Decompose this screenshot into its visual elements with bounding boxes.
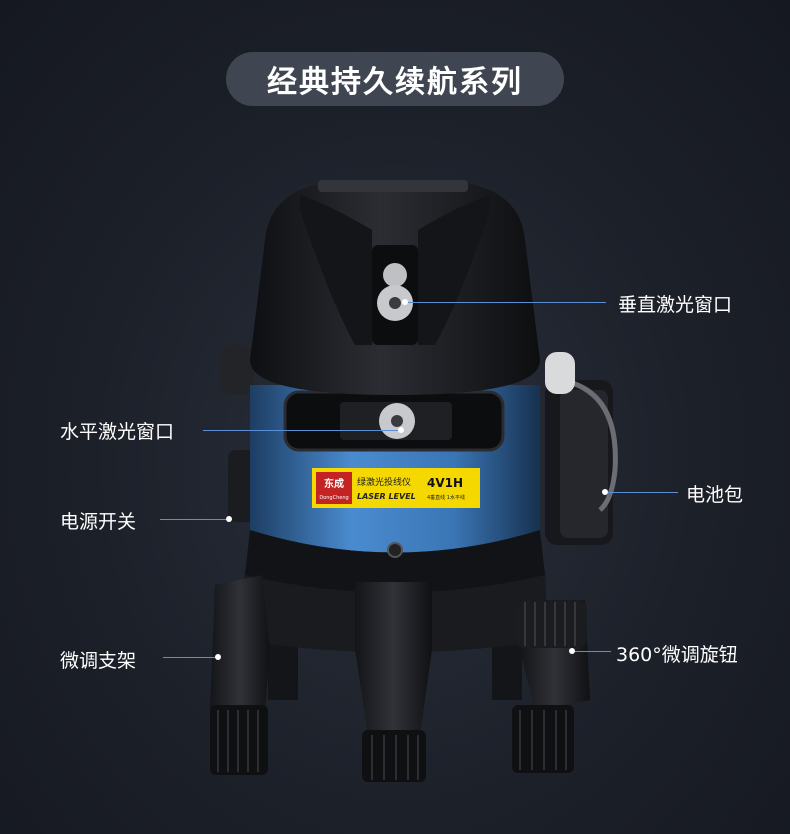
label-lines: 4垂直线 1水平线 (427, 494, 465, 501)
fine-tune-stand-line (163, 657, 215, 658)
horizontal-laser-window (283, 390, 505, 452)
front-leg-center (355, 582, 432, 782)
label-name-en: LASER LEVEL (357, 492, 416, 501)
label-brand-en: DongCheng (319, 495, 348, 501)
front-leg-left (210, 575, 270, 775)
callout-power-switch: 电源开关 (60, 511, 137, 533)
back-leg-left (268, 640, 298, 700)
battery-pack-dot (602, 489, 608, 495)
left-side-knob (220, 345, 254, 395)
power-switch-line (160, 519, 226, 520)
vertical-window-line (408, 302, 606, 303)
vertical-window-dot (402, 299, 408, 305)
callout-battery-pack: 电池包 (686, 484, 744, 506)
knob-line (575, 651, 611, 652)
callout-knob: 360°微调旋钮 (616, 644, 738, 666)
callout-horizontal-window: 水平激光窗口 (60, 421, 175, 443)
fine-tune-stand-dot (215, 654, 221, 660)
power-switch-dot (226, 516, 232, 522)
callout-vertical-window: 垂直激光窗口 (618, 294, 733, 316)
battery-pack-line (608, 492, 678, 493)
battery-pack (545, 352, 618, 545)
label-model: 4V1H (427, 476, 463, 490)
callout-fine-tune-stand: 微调支架 (60, 650, 137, 672)
back-leg-right (492, 640, 522, 700)
label-name-cn: 绿激光投线仪 (357, 476, 411, 488)
horizontal-window-line (203, 430, 398, 431)
front-leg-right (512, 600, 590, 773)
horizontal-window-dot (398, 427, 404, 433)
body-screw (387, 542, 403, 558)
label-brand: 东成 (324, 477, 344, 490)
product-label: 东成 DongCheng 绿激光投线仪 LASER LEVEL 4V1H 4垂直… (312, 468, 480, 508)
knob-dot (569, 648, 575, 654)
page-title: 经典持久续航系列 (226, 52, 564, 106)
vertical-laser-window (372, 245, 418, 345)
